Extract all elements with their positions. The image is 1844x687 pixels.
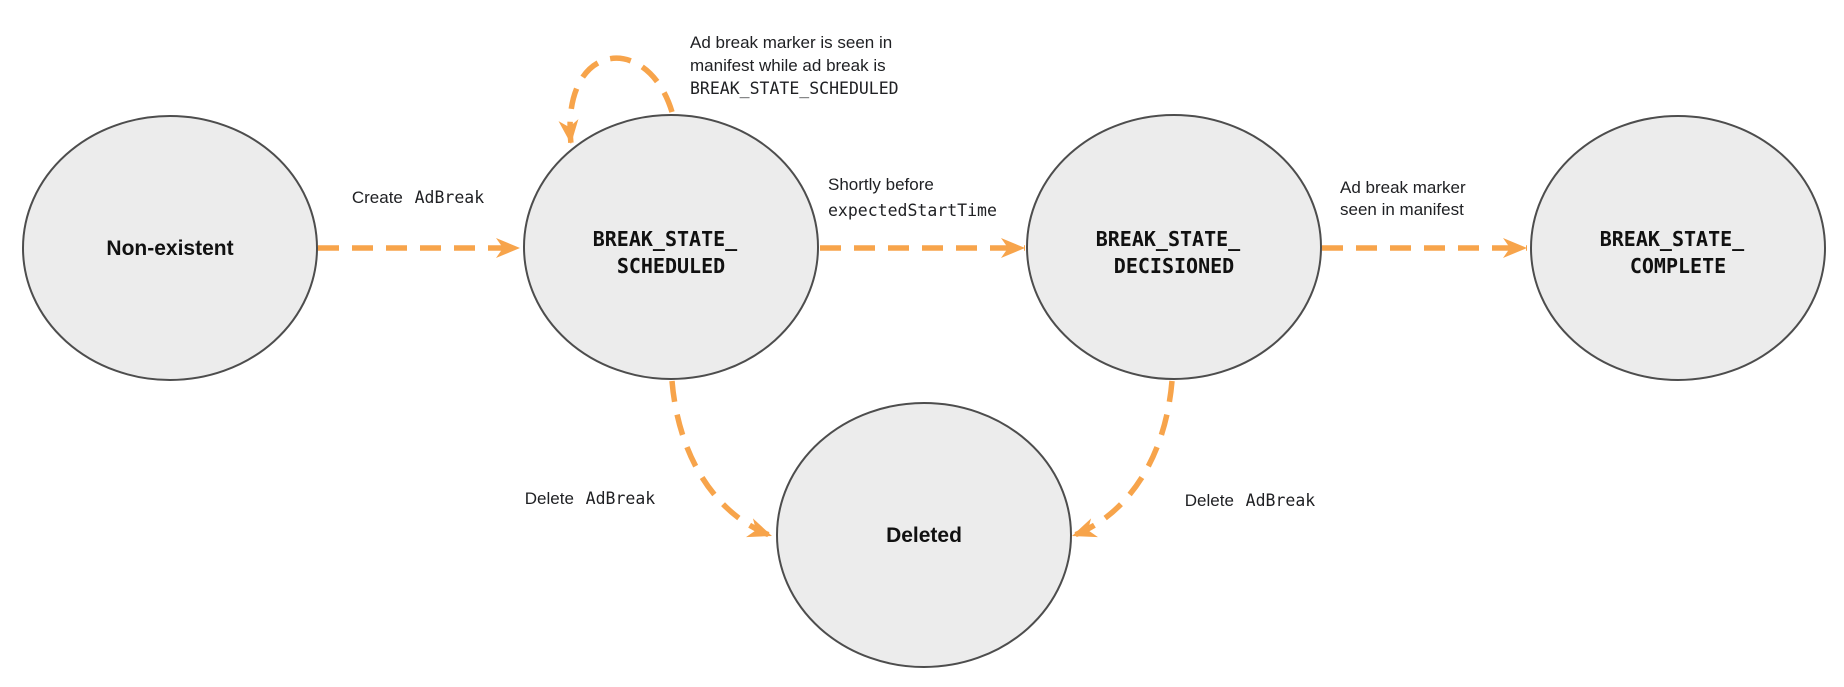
edge-label-shortly-before: Shortly before expectedStartTime [828, 175, 997, 220]
node-break-state-decisioned: BREAK_STATE_ DECISIONED [1026, 114, 1322, 380]
edge-delete-decisioned [1071, 380, 1175, 539]
node-non-existent-shape [22, 115, 318, 381]
edge-label-marker-seen: Ad break marker seen in manifest [1340, 178, 1470, 219]
node-break-state-scheduled: BREAK_STATE_ SCHEDULED [523, 114, 819, 380]
node-deleted: Deleted [776, 402, 1072, 668]
node-deleted-label: Deleted [886, 524, 962, 547]
node-non-existent: Non-existent [22, 115, 318, 381]
node-break-state-complete-label: BREAK_STATE_ COMPLETE [1600, 227, 1757, 278]
node-deleted-shape [776, 402, 1072, 668]
node-break-state-decisioned-label: BREAK_STATE_ DECISIONED [1096, 227, 1253, 278]
node-break-state-scheduled-shape [523, 114, 819, 380]
node-break-state-decisioned-shape [1026, 114, 1322, 380]
edge-label-delete-adbreak-right: Delete AdBreak [1185, 491, 1315, 510]
edge-label-create-adbreak: Create AdBreak [352, 188, 484, 207]
node-break-state-scheduled-label: BREAK_STATE_ SCHEDULED [593, 227, 750, 278]
edge-scheduled-self-loop [558, 55, 675, 145]
node-break-state-complete-shape [1530, 115, 1826, 381]
node-break-state-complete: BREAK_STATE_ COMPLETE [1530, 115, 1826, 381]
node-non-existent-label: Non-existent [106, 237, 233, 260]
edge-label-scheduled-self-loop: Ad break marker is seen in manifest whil… [690, 33, 899, 98]
edge-label-delete-adbreak-left: Delete AdBreak [525, 489, 655, 508]
edge-delete-scheduled [669, 380, 773, 539]
